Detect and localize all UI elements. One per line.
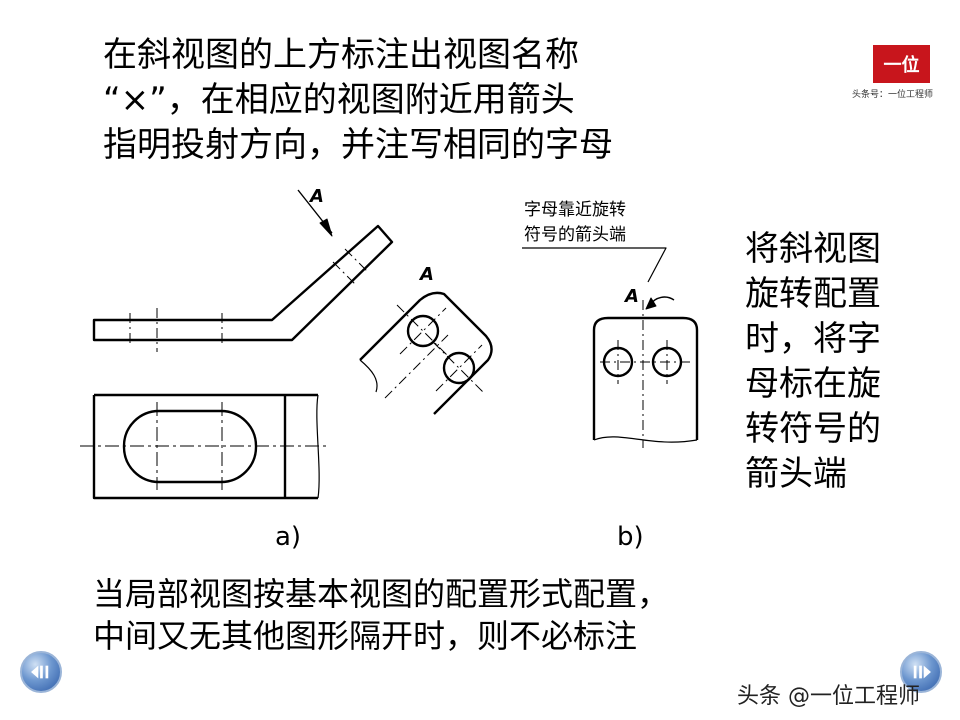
next-slide-button[interactable] <box>900 651 942 693</box>
prev-slide-button[interactable] <box>20 651 62 693</box>
side-note-line-4: 母标在旋 <box>745 364 881 404</box>
projection-letter: A <box>308 186 324 207</box>
hole-2 <box>442 351 476 385</box>
callout-line-1: 字母靠近旋转 <box>524 200 626 220</box>
next-arrow-icon <box>913 665 931 679</box>
bent-plate-outline <box>92 224 394 342</box>
brand-logo-subtext: 头条号：一位工程师 <box>852 90 934 100</box>
prev-arrow-icon <box>31 665 49 679</box>
heading-line-1: 在斜视图的上方标注出视图名称 <box>103 35 579 75</box>
top-view-outline <box>92 393 318 500</box>
footer-watermark: 头条 @一位工程师 <box>737 684 920 709</box>
figure-label-b: b) <box>617 522 644 552</box>
oblique-view-outline <box>359 291 493 415</box>
callout-line-2: 符号的箭头端 <box>524 225 626 245</box>
hole-1 <box>406 314 440 348</box>
side-note-line-3: 时，将字 <box>745 319 881 359</box>
side-note-line-6: 箭头端 <box>745 454 847 494</box>
bottom-note-line-1: 当局部视图按基本视图的配置形式配置， <box>93 575 670 613</box>
brand-logo: 一位 <box>873 45 930 83</box>
side-note-line-5: 转符号的 <box>745 409 881 449</box>
projection-arrowhead <box>319 218 333 237</box>
side-note-line-1: 将斜视图 <box>745 229 881 269</box>
heading-line-2: “×”，在相应的视图附近用箭头 <box>103 80 575 120</box>
bottom-note-line-2: 中间又无其他图形隔开时，则不必标注 <box>93 617 638 655</box>
callout-leader <box>522 247 667 283</box>
side-note-line-2: 旋转配置 <box>745 274 881 314</box>
rotation-arrowhead <box>645 297 657 310</box>
heading-line-3: 指明投射方向，并注写相同的字母 <box>103 125 613 165</box>
oblique-view-letter: A <box>418 264 434 285</box>
figure-label-a: a) <box>275 522 301 552</box>
rotated-view-letter: A <box>623 286 639 307</box>
rotated-view-outline <box>592 316 699 440</box>
